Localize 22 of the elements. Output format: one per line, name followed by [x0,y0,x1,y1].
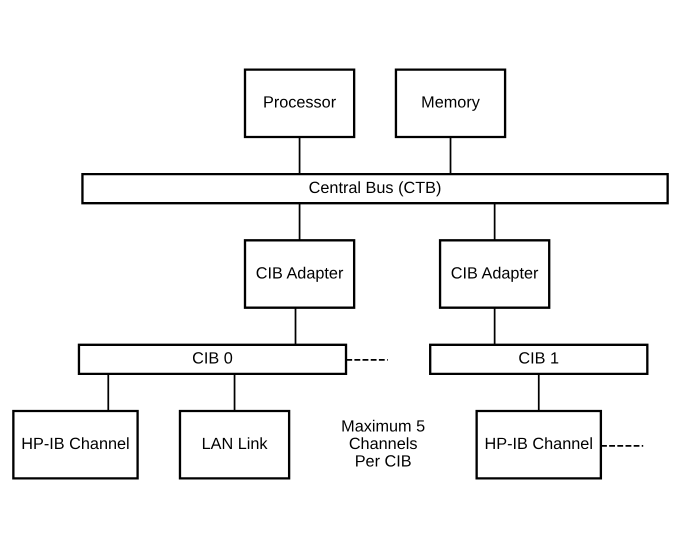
node-box: LAN Link [178,410,290,480]
node-box: HP-IB Channel [475,410,602,480]
node-box: CIB Adapter [438,239,550,309]
node-box: Memory [394,68,506,138]
connector [294,308,296,345]
connector [494,308,496,345]
node-box: Central Bus (CTB) [81,172,669,204]
connector [234,374,236,411]
node-box: Processor [244,68,356,138]
node-box: HP-IB Channel [12,410,139,480]
connector [107,374,110,411]
label: Maximum 5 Channels Per CIB [341,418,426,470]
connector [494,204,496,240]
node-box: CIB 1 [429,344,648,376]
connector [601,444,644,447]
node-box: CIB Adapter [244,239,356,309]
connector [538,374,540,411]
connector [298,137,300,174]
connector [346,359,388,361]
node-box: CIB 0 [78,344,348,376]
connector [298,204,300,240]
connector [450,137,452,174]
